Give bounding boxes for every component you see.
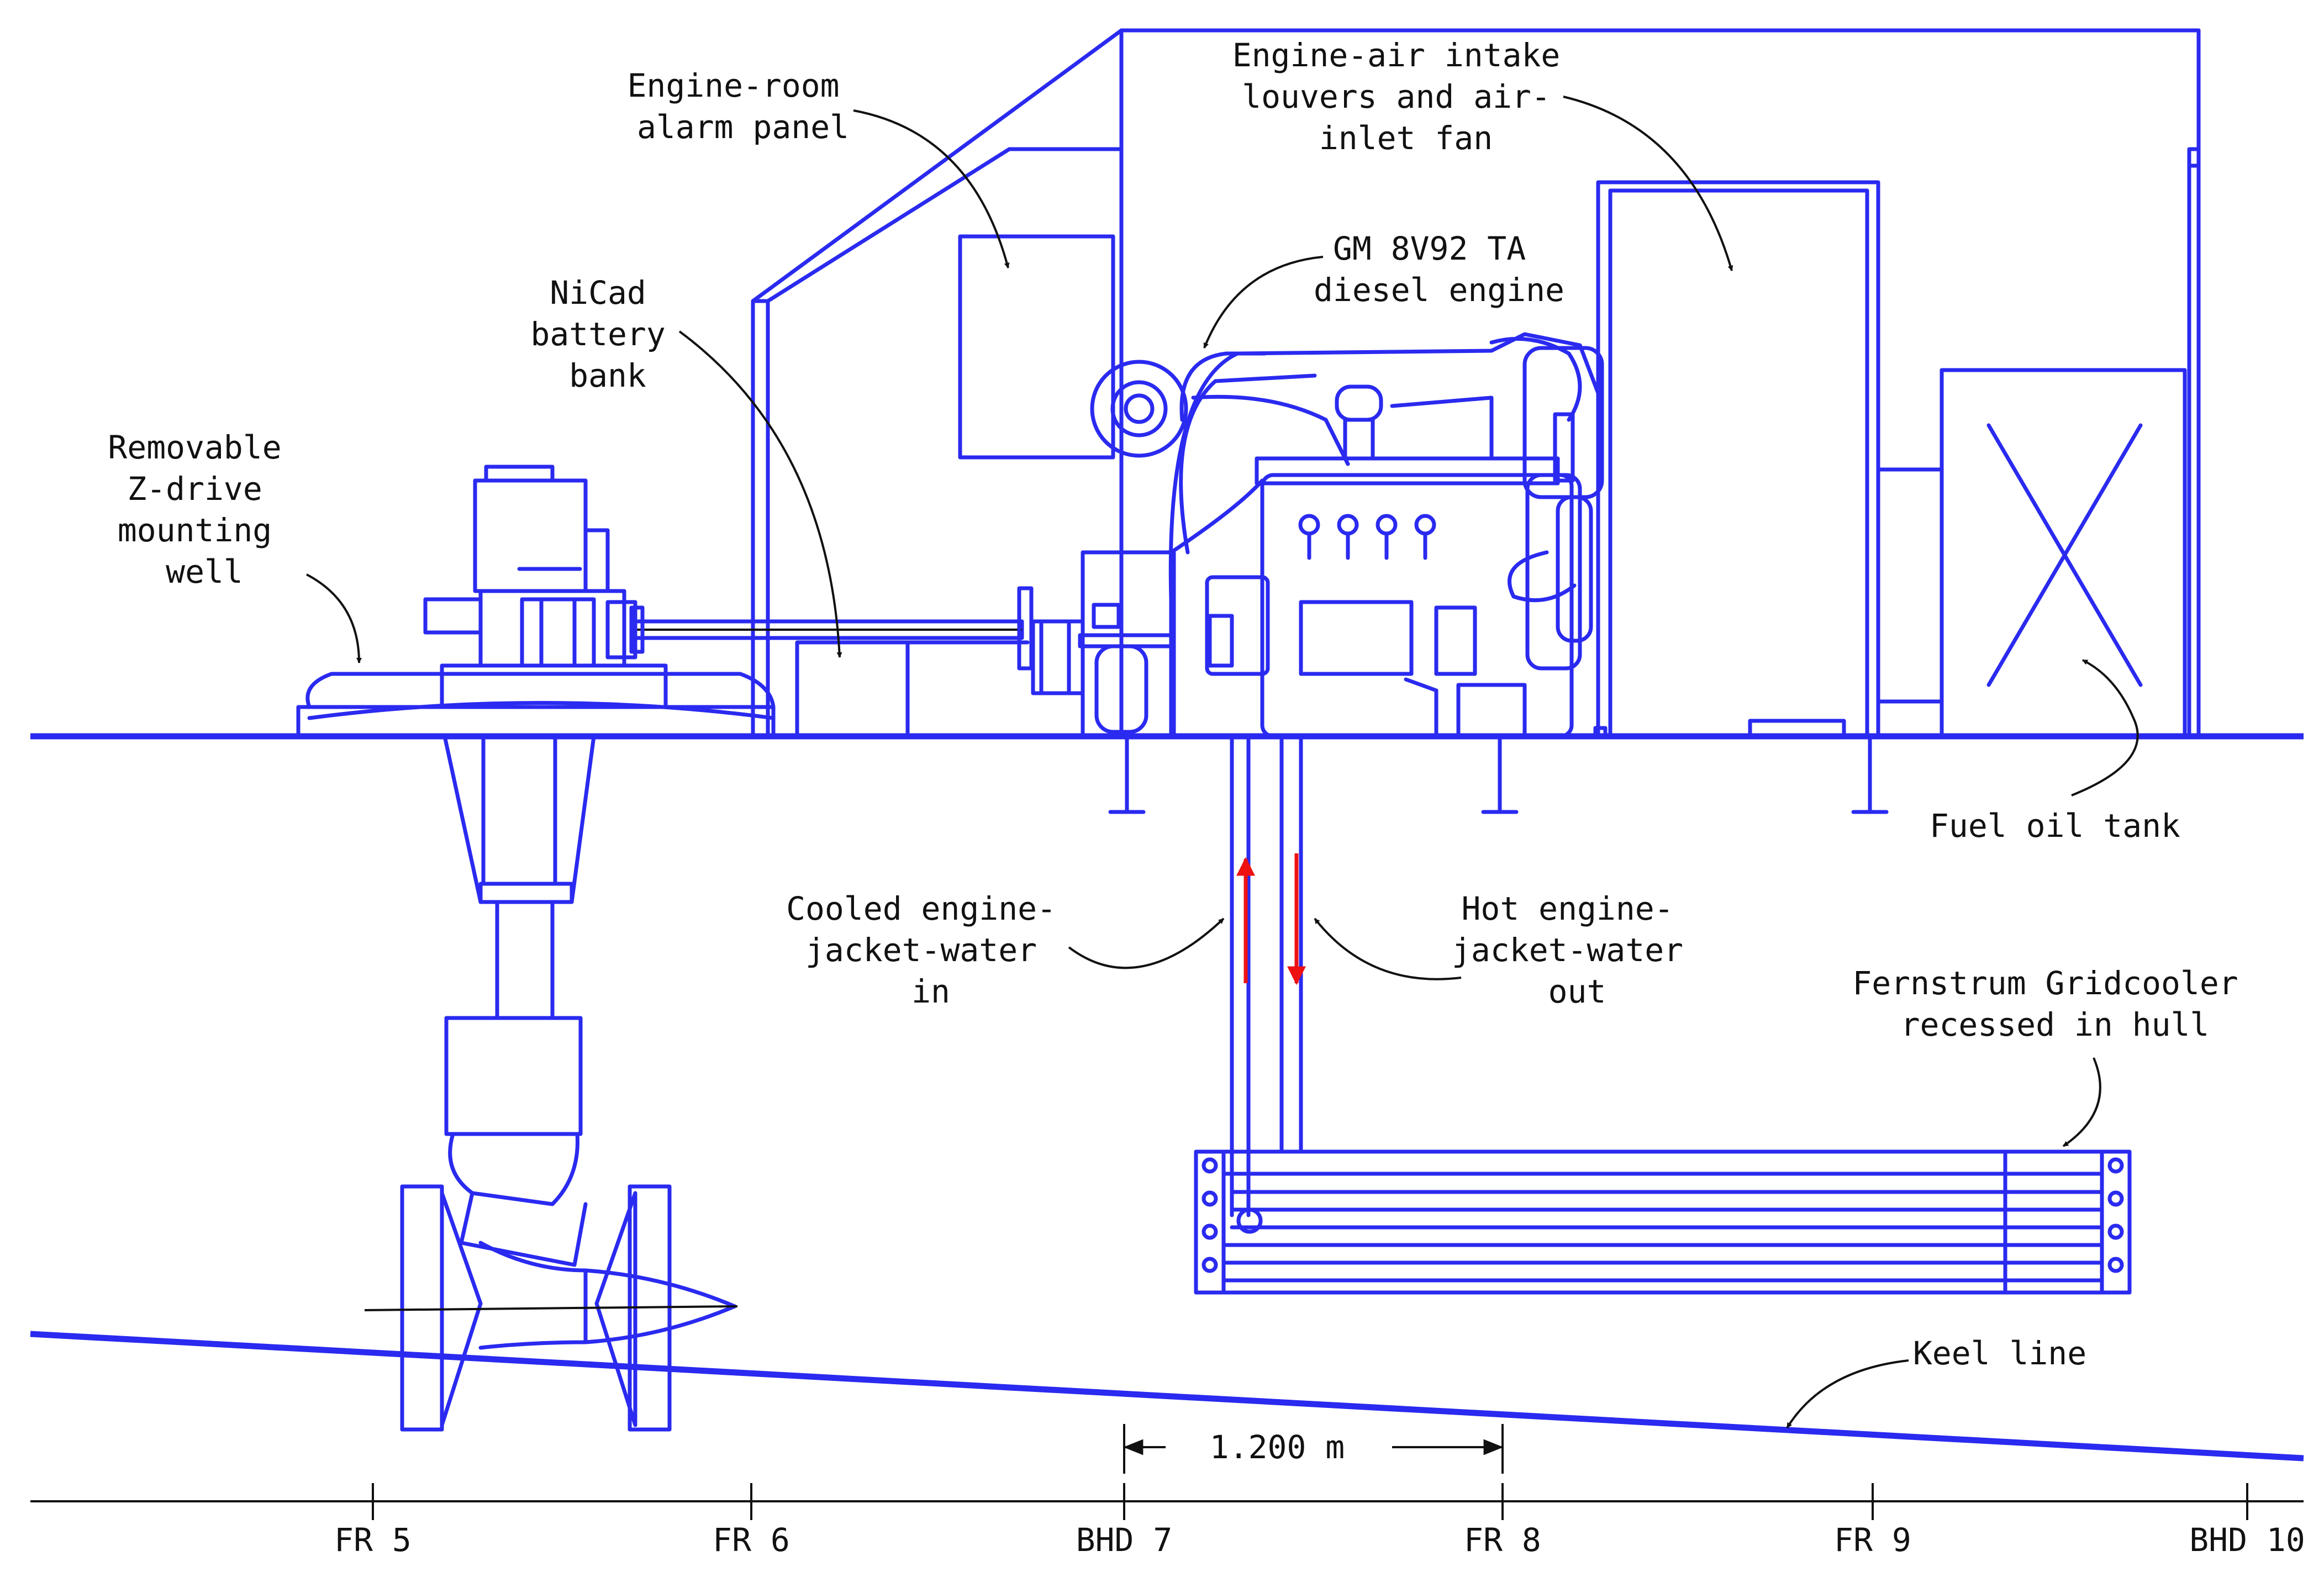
keel-line <box>30 1331 2304 1462</box>
z-drive-top-unit <box>296 465 776 738</box>
alarm-panel-box <box>958 234 1115 460</box>
label-air-intake: Engine-air intake louvers and air- inlet… <box>1232 36 1580 157</box>
fuel-oil-tank <box>1940 368 2187 738</box>
battery-leader <box>678 330 842 658</box>
label-alarm-panel: Engine-room alarm panel <box>627 67 858 146</box>
keel-leader <box>1786 1359 1909 1429</box>
air-intake-leader <box>1563 96 1733 271</box>
zdrive-well-leader <box>306 573 362 663</box>
engine-leader <box>1203 256 1324 349</box>
label-keel-line: Keel line <box>1913 1334 2086 1372</box>
frame-label-fr5: FR 5 <box>334 1521 412 1559</box>
frame-label-fr9: FR 9 <box>1834 1521 1911 1559</box>
alarm-panel-leader <box>853 109 1010 268</box>
gridcooler-leader <box>2062 1057 2101 1147</box>
drive-shaft <box>629 586 1034 671</box>
frame-scale <box>30 1483 2304 1520</box>
label-zdrive-well: Removable Z-drive mounting well <box>108 429 301 590</box>
cooled-water-leader <box>1068 917 1225 969</box>
label-battery: NiCad battery bank <box>530 274 684 394</box>
label-engine: GM 8V92 TA diesel engine <box>1314 230 1564 309</box>
label-cooled-water: Cooled engine- jacket-water in <box>786 890 1076 1010</box>
label-fuel-tank: Fuel oil tank <box>1930 807 2180 845</box>
label-gridcooler: Fernstrum Gridcooler recessed in hull <box>1852 964 2257 1043</box>
engine-mounts <box>1108 734 1889 814</box>
frame-label-bhd10: BHD 10 <box>2189 1521 2305 1559</box>
fernstrum-gridcooler <box>1194 1149 2132 1295</box>
hot-water-leader <box>1314 917 1462 980</box>
fuel-tank-leader <box>2071 659 2139 796</box>
nicad-battery-bank <box>795 640 1030 738</box>
frame-label-fr6: FR 6 <box>713 1521 790 1559</box>
frame-label-fr8: FR 8 <box>1464 1521 1541 1559</box>
jacket-water-pipes <box>1230 734 1303 1217</box>
frame-label-bhd7: BHD 7 <box>1076 1521 1173 1559</box>
label-hot-water: Hot engine- jacket-water out <box>1452 890 1703 1010</box>
diesel-engine <box>1031 332 1604 738</box>
z-drive-lower-leg <box>364 734 738 1432</box>
dimension-label: 1.200 m <box>1210 1428 1345 1466</box>
dimension-1200mm <box>1123 1424 1504 1474</box>
